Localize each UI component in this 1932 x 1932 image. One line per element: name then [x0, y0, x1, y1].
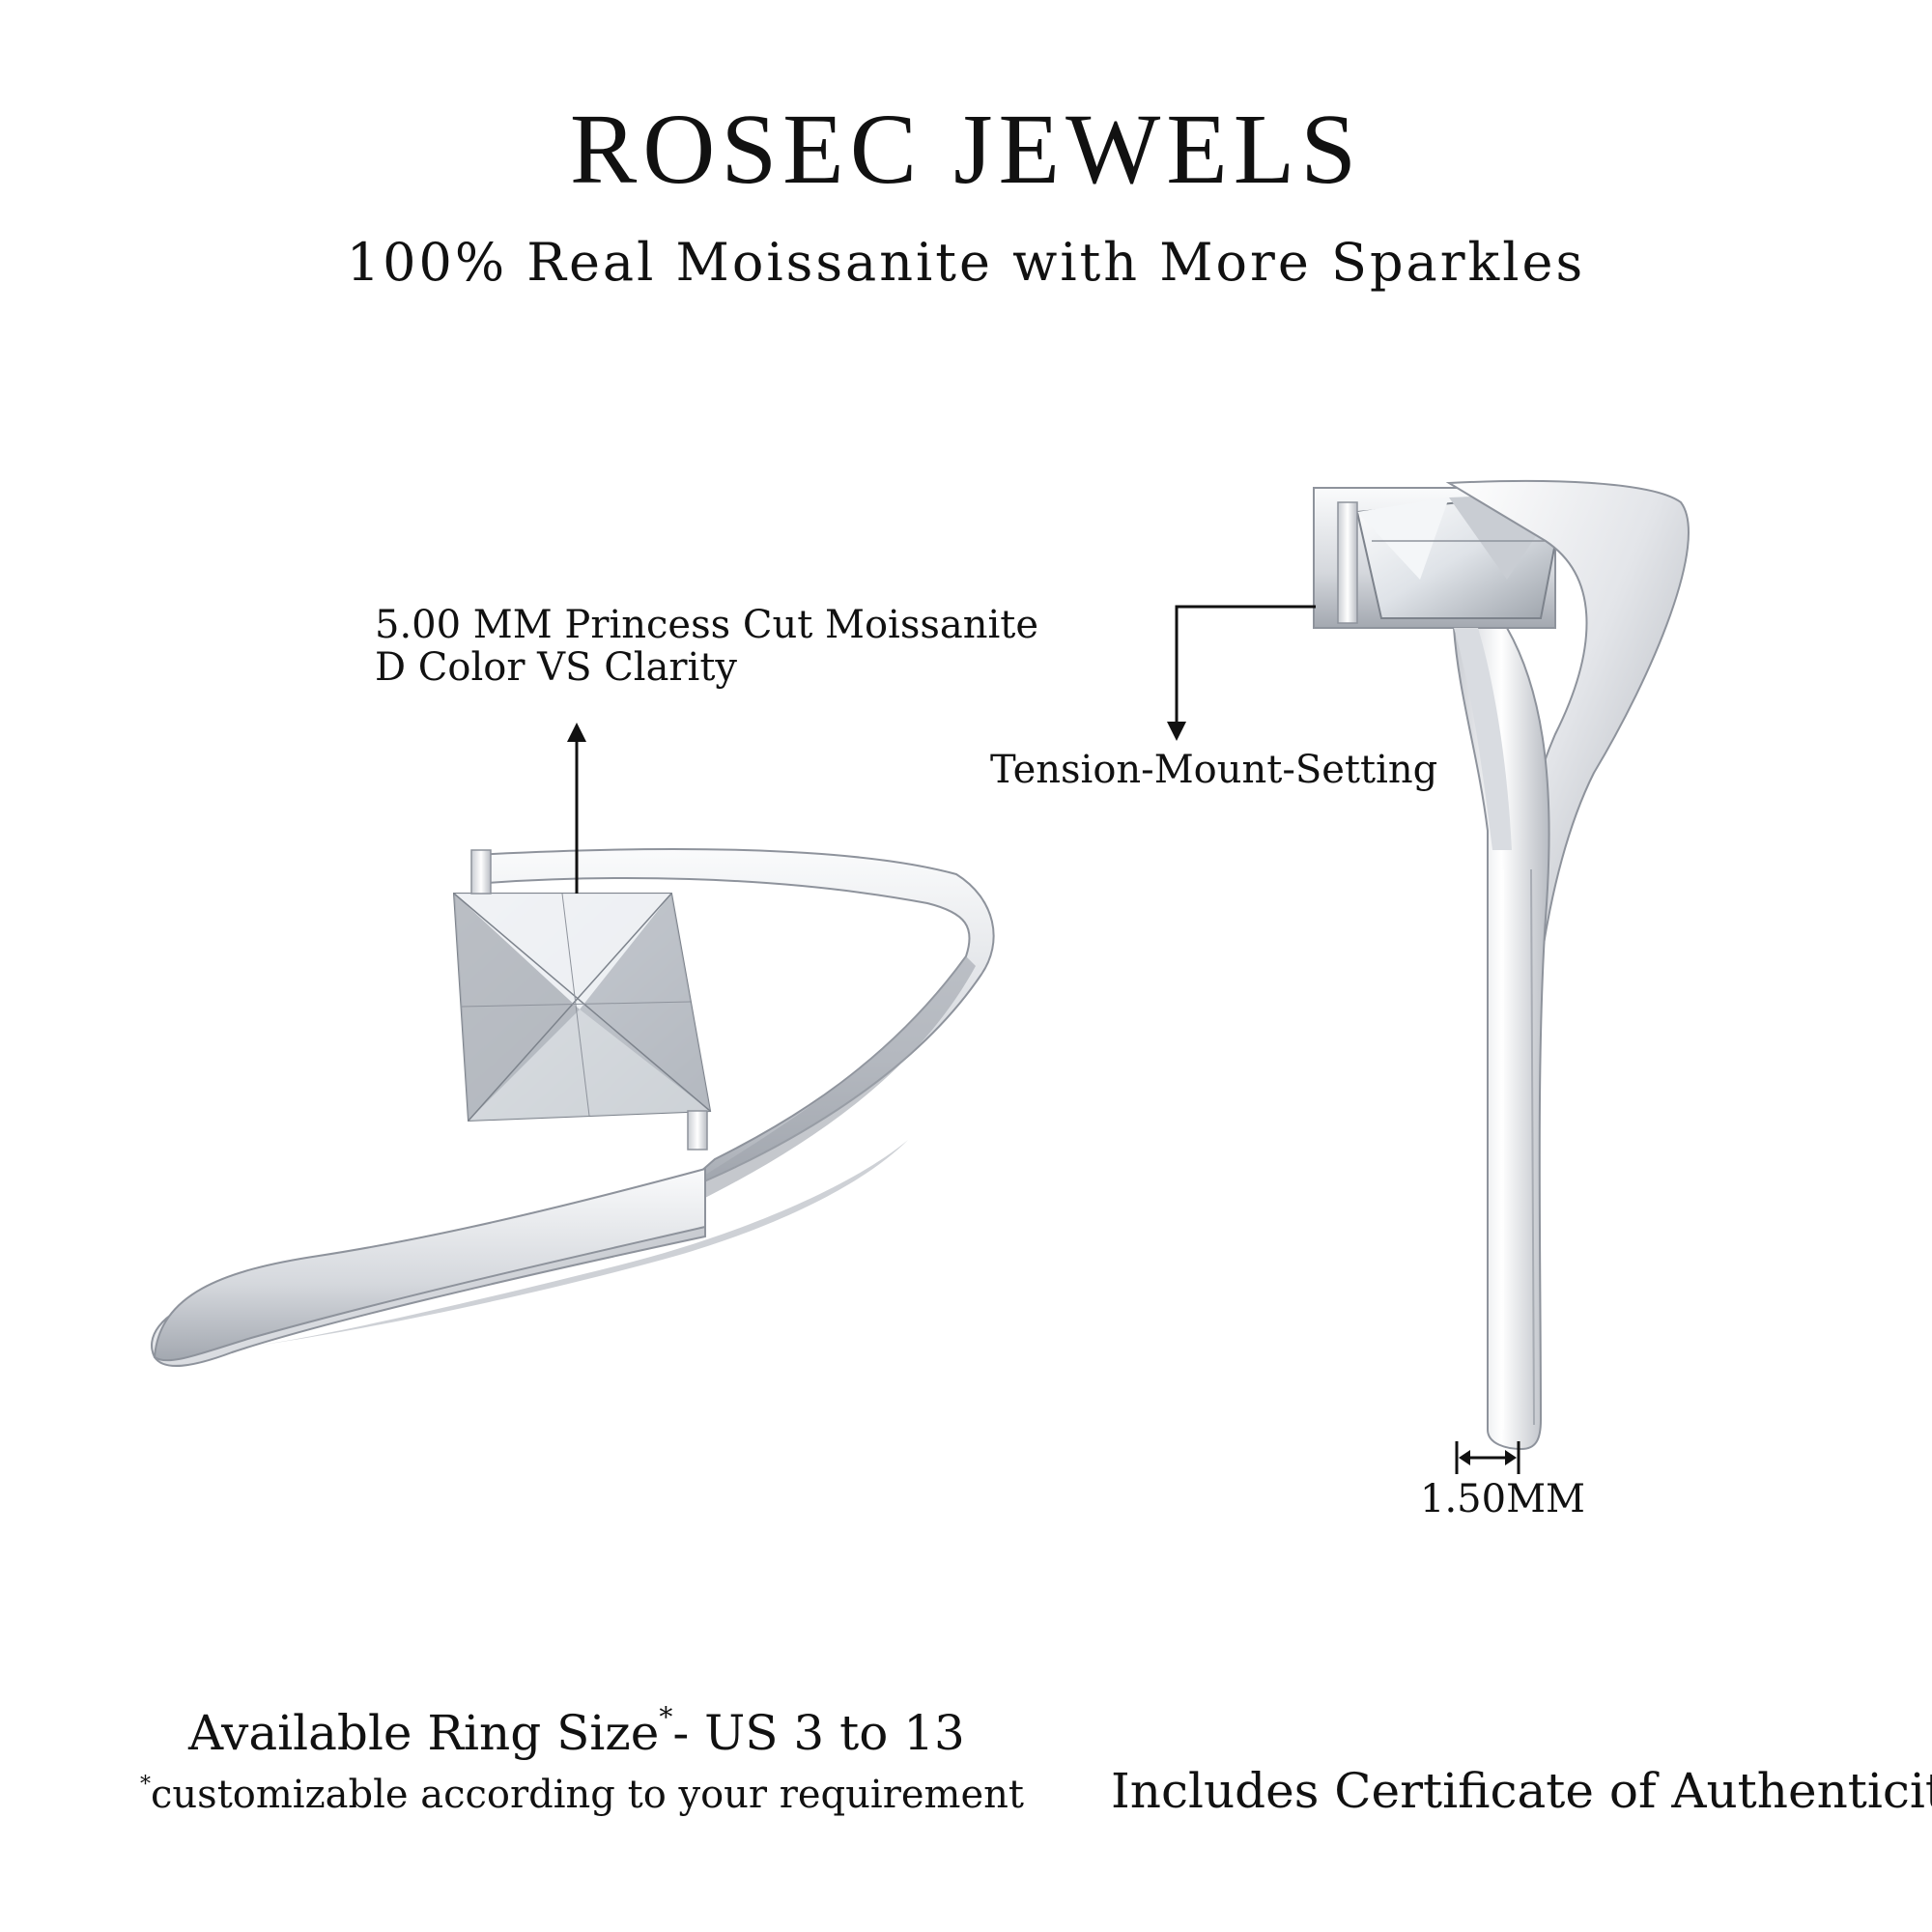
note-asterisk: * [140, 1773, 151, 1797]
customization-note: *customizable according to your requirem… [140, 1773, 1024, 1817]
setting-label: Tension-Mount-Setting [990, 748, 1438, 792]
stone-spec-line-2: D Color VS Clarity [375, 645, 738, 690]
certificate-info: Includes Certificate of Authenticity [1111, 1763, 1932, 1819]
band-width-label: 1.50MM [1420, 1477, 1585, 1521]
princess-cut-stone [452, 893, 712, 1122]
tagline: 100% Real Moissanite with More Sparkles [346, 232, 1586, 293]
ring-size-prefix: Available Ring Size [188, 1705, 660, 1761]
brand-title: ROSEC JEWELS [569, 94, 1363, 205]
stone-spec-label: 5.00 MM Princess Cut Moissanite D Color … [375, 604, 1038, 689]
note-text: customizable according to your requireme… [151, 1773, 1024, 1817]
band-width-dimension [1455, 1441, 1520, 1474]
ring-size-value: - US 3 to 13 [672, 1705, 965, 1761]
stone-spec-line-1: 5.00 MM Princess Cut Moissanite [375, 603, 1039, 647]
stone-callout-arrow [567, 723, 586, 894]
ring-front-view [151, 848, 995, 1368]
setting-callout-arrow [1167, 605, 1316, 741]
ring-side-view [1313, 479, 1690, 1451]
ring-size-asterisk: * [659, 1701, 673, 1733]
ring-size-info: Available Ring Size*- US 3 to 13 [188, 1701, 965, 1761]
